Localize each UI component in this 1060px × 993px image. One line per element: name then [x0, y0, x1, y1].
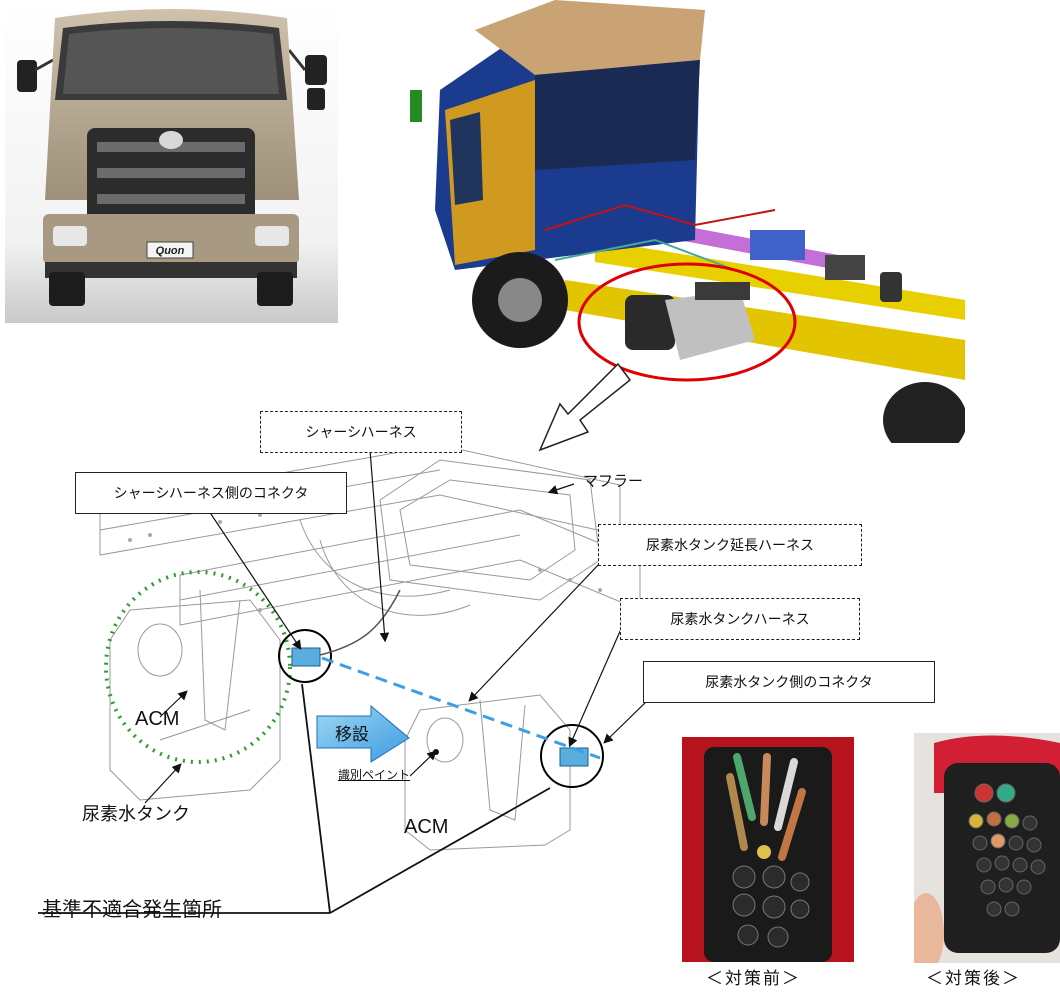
label-muffler: マフラー — [583, 473, 644, 490]
label-urea-tank-connector: 尿素水タンク側のコネクタ — [643, 661, 935, 703]
label-urea-tank-connector-text: 尿素水タンク側のコネクタ — [705, 674, 873, 690]
label-id-paint: 識別ペイント — [338, 768, 411, 782]
relocation-arrow: 移設 — [313, 704, 413, 764]
truck-front-photo: Quon — [5, 0, 338, 323]
red-highlight-circle — [577, 262, 797, 382]
label-urea-tank-harness: 尿素水タンクハーネス — [620, 598, 860, 640]
label-urea-tank-ext-harness-text: 尿素水タンク延長ハーネス — [646, 537, 814, 553]
label-acm-right: ACM — [404, 816, 449, 838]
label-before: ＜対策前＞ — [706, 969, 801, 988]
quon-badge: Quon — [156, 245, 185, 257]
label-chassis-harness-connector-text: シャーシハーネス側のコネクタ — [113, 485, 309, 501]
connector-circle-left — [278, 629, 332, 683]
original-location-circle — [104, 570, 292, 764]
truck-cad-image — [395, 0, 965, 443]
connector-after-photo — [914, 733, 1060, 963]
enlarge-arrow-icon — [538, 362, 632, 452]
extension-harness-line — [321, 656, 601, 760]
label-chassis-harness-connector: シャーシハーネス側のコネクタ — [75, 472, 347, 514]
label-acm-left: ACM — [135, 708, 180, 730]
relocation-label: 移設 — [335, 725, 369, 744]
connector-before-photo — [682, 737, 854, 962]
connector-circle-right — [540, 724, 604, 788]
label-urea-tank-harness-text: 尿素水タンクハーネス — [670, 611, 810, 627]
label-after: ＜対策後＞ — [926, 969, 1021, 988]
label-chassis-harness-text: シャーシハーネス — [305, 424, 417, 440]
label-urea-tank: 尿素水タンク — [82, 804, 190, 824]
label-urea-tank-ext-harness: 尿素水タンク延長ハーネス — [598, 524, 862, 566]
label-nonconformance: 基準不適合発生箇所 — [42, 899, 222, 921]
label-chassis-harness: シャーシハーネス — [260, 411, 462, 453]
